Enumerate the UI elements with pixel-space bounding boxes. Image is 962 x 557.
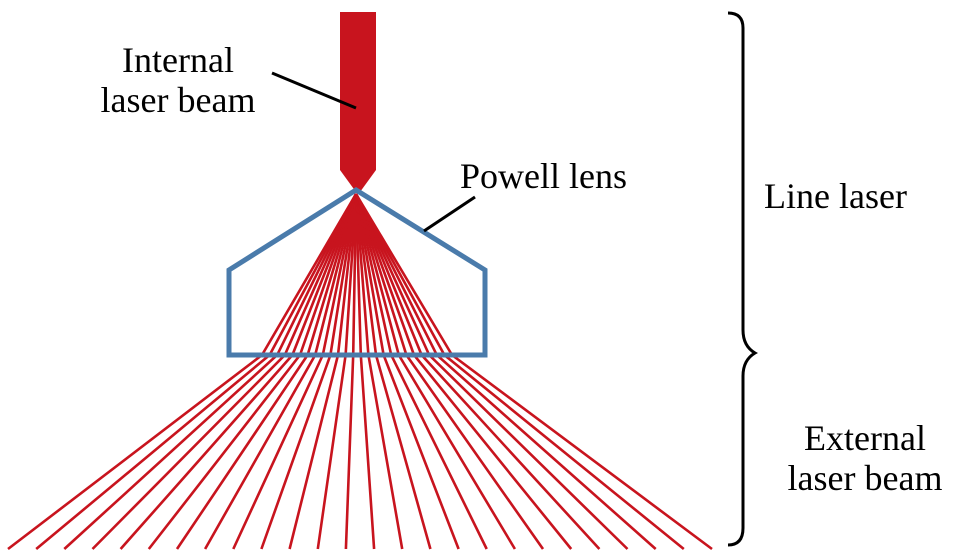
- laser-ray: [354, 193, 685, 551]
- external-beam-label-line-2: laser beam: [787, 458, 943, 498]
- laser-ray: [35, 193, 358, 550]
- external-beam-bracket: [727, 376, 745, 547]
- line-laser-bracket: [727, 11, 758, 377]
- internal-beam-label: Internal laser beam: [78, 40, 278, 120]
- internal-laser-beam: [340, 12, 376, 192]
- internal-beam-leader-line: [271, 71, 357, 110]
- laser-ray: [63, 193, 358, 550]
- internal-beam-label-line-2: laser beam: [100, 80, 256, 120]
- laser-ray: [354, 193, 629, 550]
- powell-lens-outline: [226, 187, 488, 358]
- powell-lens-leader-line: [423, 195, 476, 233]
- external-beam-label: External laser beam: [775, 418, 955, 498]
- external-beam-label-line-1: External: [804, 418, 926, 458]
- line-laser-label: Line laser: [764, 176, 907, 216]
- powell-lens-label: Powell lens: [460, 156, 627, 196]
- internal-beam-label-line-1: Internal: [122, 40, 234, 80]
- external-laser-rays: [7, 193, 713, 551]
